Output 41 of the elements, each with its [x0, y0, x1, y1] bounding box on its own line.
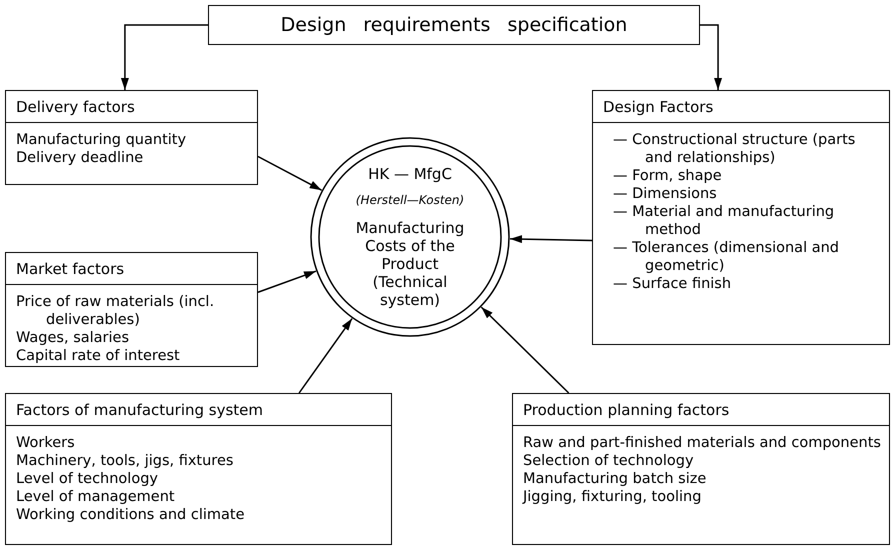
- list-item: Manufacturing quantity: [16, 131, 188, 149]
- list-item: Jigging, fixturing, tooling: [523, 488, 702, 506]
- list-item: — Constructional structure (parts and relationships): [612, 131, 856, 167]
- list-item: — Material and manufacturing method: [612, 203, 836, 239]
- arrow: [480, 306, 570, 394]
- box-heading: Production planning factors: [513, 394, 889, 426]
- circle-text: Manufacturing Costs of the Product (Technical system): [354, 219, 466, 309]
- list-item: Workers: [16, 434, 76, 452]
- list-item: — Surface finish: [612, 275, 732, 293]
- list-item: Wages, salaries: [16, 329, 130, 347]
- factor-box: [512, 393, 890, 545]
- box-heading: Design Factors: [593, 91, 889, 123]
- list-item: Delivery deadline: [16, 149, 144, 167]
- subtitle: (Herstell—Kosten): [354, 192, 466, 209]
- list-item: Level of management: [16, 488, 176, 506]
- list-item: Machinery, tools, jigs, fixtures: [16, 452, 234, 470]
- abbreviation: HK — MfgC: [367, 165, 453, 183]
- arrow: [510, 235, 592, 244]
- list-item: — Dimensions: [612, 185, 718, 203]
- arrow: [298, 318, 353, 394]
- list-item: Manufacturing batch size: [523, 470, 708, 488]
- box-heading: Factors of manufacturing system: [6, 394, 391, 426]
- list-item: Working conditions and climate: [16, 506, 246, 524]
- box-heading: Delivery factors: [6, 91, 257, 123]
- list-item: Level of technology: [16, 470, 159, 488]
- factor-box: [5, 252, 258, 367]
- list-item: — Form, shape: [612, 167, 723, 185]
- factor-box: [5, 393, 392, 545]
- factor-box: [5, 90, 258, 185]
- list-item: — Tolerances (dimensional and geometric): [612, 239, 840, 275]
- list-item: Raw and part-finished materials and components: [523, 434, 882, 452]
- arrow: [258, 270, 316, 293]
- arrow: [700, 24, 722, 90]
- box-heading: Market factors: [6, 253, 257, 285]
- arrow: [120, 24, 208, 90]
- specification-box: Design requirements specification: [208, 5, 700, 45]
- factor-box: [592, 90, 890, 345]
- list-item: Capital rate of interest: [16, 347, 181, 365]
- list-item: Price of raw materials (incl. deliverables): [16, 293, 216, 329]
- arrow: [258, 156, 322, 191]
- list-item: Selection of technology: [523, 452, 695, 470]
